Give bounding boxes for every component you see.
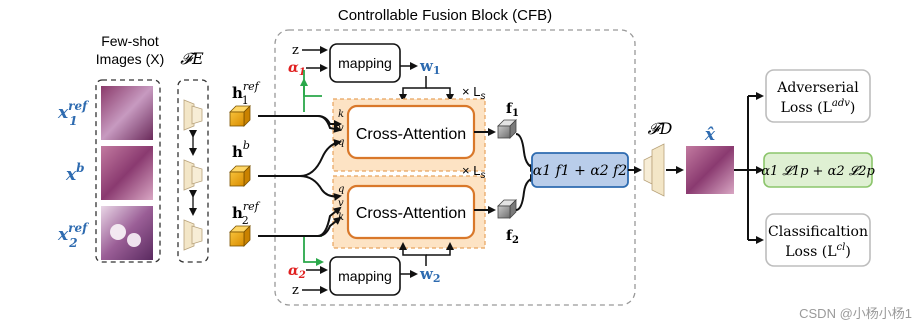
hb-to-q-top	[258, 139, 342, 177]
perceptual-loss-box	[763, 152, 873, 188]
alpha1-green-arrow	[303, 70, 322, 97]
w1-arrow-left	[399, 76, 427, 102]
f1-to-fusion-arrow	[515, 133, 538, 172]
z-top-label: z	[292, 43, 299, 58]
q-bottom-label: q	[338, 184, 344, 195]
feature-cube-h1-ref	[229, 105, 251, 127]
watermark: CSDN @小杨小杨1	[799, 306, 912, 321]
hb-to-q-bottom	[299, 175, 342, 201]
image-texture	[110, 224, 126, 240]
encoder-block-3	[183, 219, 203, 251]
classification-loss-line2: Loss (Lcl)	[785, 242, 851, 260]
f2-label: f2	[506, 228, 519, 246]
h2-ref-to-v-bottom	[317, 206, 342, 237]
f2-to-fusion-arrow	[515, 174, 538, 211]
few-shot-label: Few-shot	[101, 33, 159, 49]
classification-loss-box	[765, 213, 871, 267]
alpha2-green-arrow	[303, 236, 324, 266]
adversarial-loss-line2: Loss (Ladv)	[781, 98, 856, 116]
image-x1-ref	[101, 86, 153, 140]
encoder-group	[177, 79, 209, 263]
perceptual-loss-formula: α1 𝓛1p + α2 𝓛2p	[761, 164, 875, 179]
adversarial-loss-box	[765, 69, 871, 123]
w1-label: w1	[419, 57, 441, 77]
mapping-bottom-label: mapping	[338, 268, 392, 284]
classification-loss-line1: Classificaltion	[768, 224, 868, 240]
image-texture	[127, 233, 141, 247]
cfb-title: Controllable Fusion Block (CFB)	[338, 7, 552, 24]
z-bottom-label: z	[292, 283, 299, 298]
output-image	[686, 146, 734, 194]
encoder-label: 𝓕E	[180, 49, 204, 68]
w2-arrow-left	[399, 242, 427, 266]
cross-attention-bottom-label: Cross-Attention	[356, 205, 466, 222]
fusion-formula: α1 f1 + α2 f2	[533, 163, 628, 179]
cross-attention-bottom-box	[346, 184, 476, 240]
output-label: x̂	[704, 125, 716, 145]
repeat-bottom-label: × Ls	[462, 163, 485, 181]
w2-label: w2	[419, 265, 441, 285]
h1-ref-to-v-top	[317, 115, 342, 133]
mapping-top-box	[329, 43, 401, 83]
feature-cube-hb	[229, 165, 251, 187]
k-bottom-label: k	[338, 212, 344, 223]
image-x2-ref	[101, 206, 153, 260]
decoder-label: 𝓕D	[648, 119, 673, 138]
mapping-top-label: mapping	[338, 55, 392, 71]
alpha2-bottom-label: α2	[288, 263, 306, 281]
w2-arrow-right	[426, 242, 454, 256]
encoder-block-1	[183, 99, 203, 131]
image-xb	[101, 146, 153, 200]
adversarial-loss-line1: Adverserial	[776, 80, 859, 96]
v-bottom-label: v	[338, 198, 344, 209]
input-label-xb: xb	[65, 161, 85, 185]
f1-label: f1	[506, 101, 519, 119]
f2-cube	[497, 199, 517, 219]
f1-cube	[497, 119, 517, 139]
repeat-top-label: × Ls	[462, 84, 485, 102]
few-shot-group	[95, 79, 161, 263]
encoder-block-2	[183, 159, 203, 191]
k-top-label: k	[338, 109, 344, 120]
alpha1-top-label: α1	[288, 60, 306, 78]
feature-label-hb: hb	[232, 139, 250, 161]
few-shot-sublabel: Images (X)	[96, 51, 164, 67]
decoder-block	[643, 143, 665, 197]
cross-attention-top-label: Cross-Attention	[356, 126, 466, 143]
w1-arrow-right	[426, 87, 454, 102]
feature-cube-h2-ref	[229, 225, 251, 247]
mapping-bottom-box	[329, 256, 401, 296]
